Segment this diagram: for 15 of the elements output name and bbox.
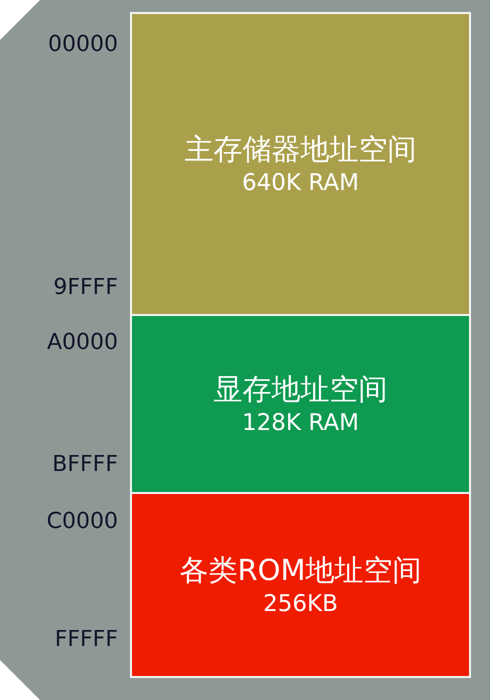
region-title: 显存地址空间: [214, 371, 388, 408]
region-title: 各类ROM地址空间: [180, 552, 422, 589]
region-size: 256KB: [263, 590, 338, 619]
memory-region-box: [130, 492, 471, 678]
address-label: BFFFF: [51, 452, 118, 478]
address-label: 9FFFF: [52, 275, 118, 301]
region-size: 128K RAM: [242, 409, 359, 438]
address-label: A0000: [46, 330, 118, 356]
address-label: C0000: [46, 509, 118, 535]
memory-region-box: [130, 12, 471, 316]
region-size: 640K RAM: [242, 169, 359, 198]
address-label: 00000: [47, 32, 118, 58]
region-title: 主存储器地址空间: [184, 131, 416, 168]
memory-region-box: [130, 314, 471, 494]
address-label: FFFFF: [54, 627, 118, 653]
